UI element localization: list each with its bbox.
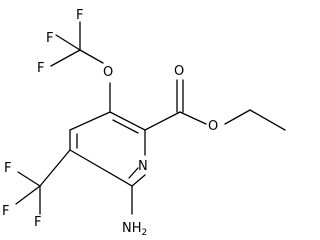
bond-c2-c3-inner: [112, 119, 139, 134]
bond-o-ch2: [224, 109, 251, 125]
atom-o-ester: O: [208, 119, 218, 134]
bond-o-cf3: [79, 49, 104, 64]
bond-c4-c3: [69, 111, 111, 131]
bond-n-c6-inner: [128, 167, 139, 179]
atom-o-ether: O: [103, 65, 113, 80]
chemical-structure: O O O N F F F F F F NH2: [2, 8, 286, 238]
atom-nh2: NH2: [122, 221, 147, 238]
atom-f-top-right: F: [37, 61, 44, 76]
bond-c3-c2: [109, 111, 146, 131]
bond-ccf3-f-top: [17, 171, 41, 187]
atom-nh2-subscript: 2: [142, 228, 148, 238]
atom-f-top-left: F: [46, 31, 53, 46]
bond-n-c6: [131, 174, 146, 187]
bond-ccf3-f-left: [15, 185, 41, 205]
bond-cf3-f-left: [50, 49, 81, 67]
bond-ch2-ch3: [249, 109, 286, 131]
atom-o-carbonyl: O: [174, 64, 184, 79]
bond-c-o-ester: [179, 111, 207, 125]
atom-f-top-mid: F: [76, 8, 83, 23]
atom-f-bottom-left: F: [2, 204, 9, 219]
atom-nh2-main: NH: [122, 221, 142, 236]
bonds: [15, 21, 286, 215]
atom-f-bottom-top: F: [4, 161, 11, 176]
bond-c5-ccf3: [39, 149, 71, 187]
bond-c2-ccarbonyl: [144, 111, 181, 131]
bond-c6-c5: [69, 149, 133, 187]
bond-cf3-f-right: [55, 34, 81, 51]
atom-labels: O O O N F F F F F F NH2: [2, 8, 218, 238]
atom-f-bottom-bottom: F: [34, 215, 41, 230]
atom-n-ring: N: [138, 159, 148, 174]
